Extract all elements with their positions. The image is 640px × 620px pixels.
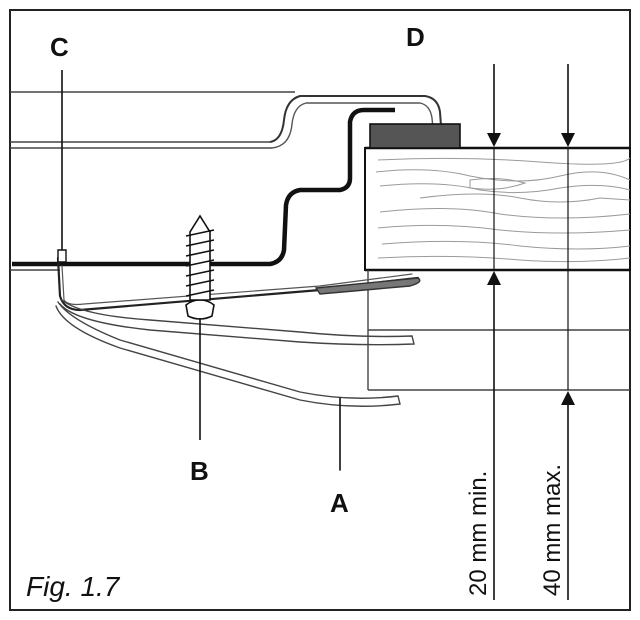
figure-frame [9,9,631,611]
label-d: D [406,22,425,52]
panel-edges [10,269,630,391]
screw-b [185,214,215,440]
cabinet-profile-line [12,107,395,267]
label-a: A [330,488,349,518]
dimension-max-label: 40 mm max. [539,464,566,596]
worktop [364,146,631,272]
upper-wire-bracket [269,95,443,143]
cabinet-top-ledge [10,91,295,149]
dimension-min-label: 20 mm min. [465,471,492,596]
wood-grain [375,157,631,263]
wire-c [57,70,67,263]
label-b: B [190,456,209,486]
clip-d [369,123,461,149]
bracket-a [55,256,421,471]
label-c: C [50,32,69,62]
figure-caption: Fig. 1.7 [26,571,121,602]
upper-wire-bracket-inner [271,102,435,149]
